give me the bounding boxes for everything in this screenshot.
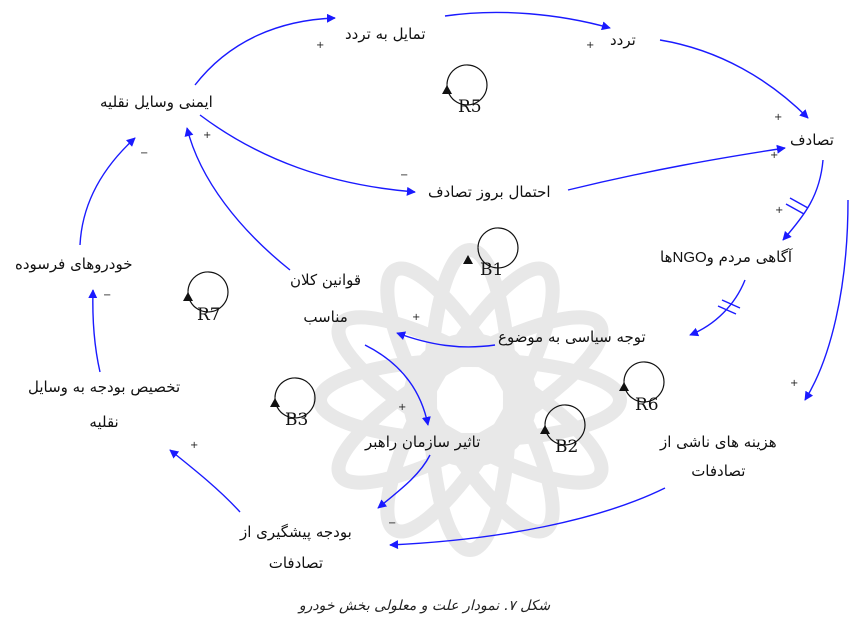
polarity-plus: + — [775, 205, 784, 216]
link-accident-to-costs — [804, 199, 849, 401]
accident-costs-line2: تصادفات — [691, 461, 746, 480]
polarity-minus: − — [400, 170, 409, 181]
polarity-plus: + — [770, 150, 779, 161]
proper-policies-line2: مناسب — [303, 307, 348, 326]
link-costs-to-prevention — [389, 487, 666, 550]
prevention-budget-line2: تصادفات — [268, 553, 324, 572]
link-travel-to-accident — [659, 39, 809, 119]
polarity-plus: + — [586, 40, 595, 51]
prevention-budget-line1: بودجه پیشگیری از — [240, 523, 352, 541]
node-worn-vehicles: خودروهای فرسوده — [15, 255, 133, 273]
figure-caption: شکل ۷. نمودار علت و معلولی بخش خودرو — [298, 598, 551, 614]
link-worn-to-safety — [79, 137, 136, 246]
node-travel: تردد — [610, 31, 636, 49]
polarity-minus: − — [103, 290, 112, 301]
awareness-text: آگاهی مردم و — [706, 248, 793, 266]
loop-B1: B1 — [480, 260, 503, 280]
loop-R6: R6 — [635, 395, 659, 415]
budget-allocation-line2: نقلیه — [89, 412, 119, 431]
node-political-attention: توجه سیاسی به موضوع — [498, 328, 646, 346]
polarity-plus: + — [774, 112, 783, 123]
node-accident-costs: هزینه های ناشی از تصادفات — [660, 430, 777, 484]
polarity-plus: + — [398, 402, 407, 413]
link-prevention-to-budget — [169, 449, 241, 513]
link-awareness-to-political — [689, 279, 746, 337]
loop-B2: B2 — [555, 437, 578, 457]
budget-allocation-line1: تخصیص بودجه به وسایل — [28, 378, 181, 396]
link-safety-to-desire — [194, 13, 336, 86]
link-safety-to-probability — [199, 114, 416, 196]
node-accident-probability: احتمال بروز تصادف — [428, 183, 551, 201]
link-policies-to-steering — [364, 344, 431, 426]
loop-R5: R5 — [458, 97, 482, 117]
polarity-minus: − — [388, 518, 397, 529]
polarity-plus: + — [412, 312, 421, 323]
awareness-ngo: NGO — [672, 249, 707, 266]
node-desire-to-travel: تمایل به تردد — [345, 25, 426, 43]
accident-costs-line1: هزینه های ناشی از — [660, 433, 777, 451]
node-proper-policies: قوانین کلان مناسب — [290, 268, 361, 330]
node-prevention-budget: بودجه پیشگیری از تصادفات — [240, 520, 352, 576]
link-accident-to-probability-back — [567, 144, 786, 191]
link-desire-to-travel — [444, 11, 611, 31]
node-budget-allocation: تخصیص بودجه به وسایل نقلیه — [28, 375, 180, 435]
link-budget-to-worn — [88, 289, 101, 373]
loop-B3: B3 — [285, 410, 308, 430]
node-accident: تصادف — [790, 131, 834, 149]
polarity-minus: − — [140, 148, 149, 159]
polarity-plus: + — [203, 130, 212, 141]
link-political-to-policies — [396, 331, 496, 348]
link-accident-to-awareness — [782, 159, 824, 241]
link-steering-to-prevention — [377, 454, 431, 509]
node-steering-org: تاثیر سازمان راهبر — [365, 433, 481, 451]
link-policies-to-safety — [184, 127, 291, 271]
proper-policies-line1: قوانین کلان — [290, 271, 362, 289]
awareness-suffix: ها — [660, 248, 673, 266]
polarity-plus: + — [790, 378, 799, 389]
polarity-plus: + — [190, 440, 199, 451]
node-awareness: آگاهی مردم وNGOها — [660, 245, 792, 271]
polarity-plus: + — [316, 40, 325, 51]
loop-R7: R7 — [197, 305, 221, 325]
node-vehicle-safety: ایمنی وسایل نقلیه — [100, 93, 213, 111]
